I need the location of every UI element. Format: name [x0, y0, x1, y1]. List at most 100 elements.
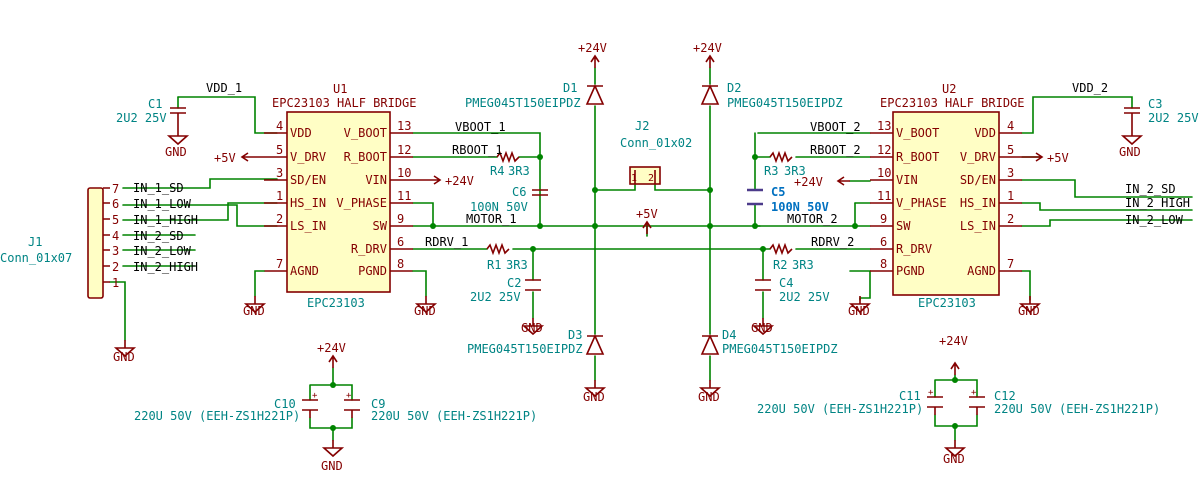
c2-capacitor[interactable]: C2 2U2 25V: [470, 276, 541, 304]
d3-ref: D3: [568, 328, 582, 342]
u1-pin-vboot: V_BOOT: [344, 126, 387, 140]
u2-pin-sw: SW: [896, 219, 911, 233]
u1-pin-vin: VIN: [365, 173, 387, 187]
j1-ref: J1: [28, 235, 42, 249]
u2-pin-num: 1: [1007, 189, 1014, 203]
u2-pin-num: 8: [880, 257, 887, 271]
u1-ref: U1: [333, 82, 347, 96]
r3-ref: R3: [764, 164, 778, 178]
r3-resistor[interactable]: R3 3R3: [764, 150, 806, 178]
d3-diode[interactable]: D3 PMEG045T150EIPDZ: [467, 328, 605, 356]
c9-ref: C9: [371, 397, 385, 411]
gnd-label: GND: [165, 145, 187, 159]
c12-capacitor[interactable]: + C12 220U 50V (EEH-ZS1H221P): [969, 388, 1160, 416]
d2-diode[interactable]: D2 PMEG045T150EIPDZ: [700, 81, 843, 110]
u1-part: EPC23103: [307, 296, 365, 310]
d1-diode[interactable]: D1 PMEG045T150EIPDZ: [465, 81, 605, 110]
d4-diode[interactable]: D4 PMEG045T150EIPDZ: [700, 328, 838, 356]
junctions: [330, 154, 958, 431]
svg-text:+: +: [346, 391, 352, 401]
net-label-motor2: MOTOR_2: [787, 212, 838, 226]
c1-ref: C1: [148, 97, 162, 111]
c12-value: 220U 50V (EEH-ZS1H221P): [994, 402, 1160, 416]
gnd-label: GND: [521, 321, 543, 335]
u1-pin-num: 8: [397, 257, 404, 271]
j1-connector[interactable]: J1 Conn_01x07 7 6 5 4 3 2 1 IN_1_SD IN_1…: [0, 181, 198, 299]
c1-capacitor[interactable]: C1 2U2 25V: [116, 97, 186, 128]
gnd-label: GND: [751, 321, 773, 335]
c11-value: 220U 50V (EEH-ZS1H221P): [757, 402, 923, 416]
u2-pin-num: 11: [877, 189, 891, 203]
u2-pin-num: 9: [880, 212, 887, 226]
j1-value: Conn_01x07: [0, 251, 72, 265]
c5-capacitor[interactable]: C5 100N 50V: [747, 185, 829, 214]
u1-pin-num: 1: [276, 189, 283, 203]
u2-pin-pgnd: PGND: [896, 264, 925, 278]
net-label-rdrv1: RDRV_1: [425, 235, 468, 249]
j2-value: Conn_01x02: [620, 136, 692, 150]
c9-capacitor[interactable]: + C9 220U 50V (EEH-ZS1H221P): [344, 391, 537, 423]
c11-capacitor[interactable]: + C11 220U 50V (EEH-ZS1H221P): [757, 388, 943, 416]
d4-ref: D4: [722, 328, 736, 342]
c3-ref: C3: [1148, 97, 1162, 111]
u2-pin-vphase: V_PHASE: [896, 196, 947, 210]
c6-ref: C6: [512, 185, 526, 199]
c4-capacitor[interactable]: C4 2U2 25V: [755, 276, 830, 304]
c12-ref: C12: [994, 389, 1016, 403]
r1-resistor[interactable]: R1 3R3: [486, 242, 528, 272]
u1-pin-hsin: HS_IN: [290, 196, 326, 210]
j2-pin-num: 1: [631, 173, 637, 184]
u1-pin-num: 7: [276, 257, 283, 271]
r2-resistor[interactable]: R2 3R3: [769, 242, 814, 272]
u1-pin-num: 11: [397, 189, 411, 203]
u1-pin-vdd: VDD: [290, 126, 312, 140]
c3-capacitor[interactable]: C3 2U2 25V: [1124, 97, 1199, 128]
d2-ref: D2: [727, 81, 741, 95]
u1-chip[interactable]: U1 EPC23103 HALF BRIDGE EPC23103 VDD V_D…: [264, 82, 417, 310]
j2-pin-num: 2: [648, 173, 654, 184]
c6-capacitor[interactable]: C6 100N 50V: [470, 185, 548, 214]
gnd-label: GND: [698, 390, 720, 404]
u2-part: EPC23103: [918, 296, 976, 310]
power-symbols: +24V +24V +24V +24V +5V +5V +5V +24V +24…: [214, 41, 1069, 376]
c10-capacitor[interactable]: + C10 220U 50V (EEH-ZS1H221P): [134, 391, 318, 423]
d1-ref: D1: [563, 81, 577, 95]
net-label-vboot2: VBOOT_2: [810, 120, 861, 134]
c4-ref: C4: [779, 276, 793, 290]
u2-pin-num: 7: [1007, 257, 1014, 271]
net-label-rdrv2: RDRV_2: [811, 235, 854, 249]
j1-pin-num: 1: [112, 276, 119, 290]
c5-value: 100N 50V: [771, 200, 829, 214]
net-label-in1sd: IN_1_SD: [133, 181, 184, 195]
j2-connector[interactable]: J2 Conn_01x02 1 2: [620, 119, 692, 185]
c2-ref: C2: [507, 276, 521, 290]
r4-resistor[interactable]: R4 3R3: [490, 150, 530, 178]
u2-pin-sden: SD/EN: [960, 173, 996, 187]
gnd-label: GND: [414, 304, 436, 318]
svg-text:+: +: [971, 388, 977, 398]
svg-text:+: +: [928, 388, 934, 398]
u2-pin-vin: VIN: [896, 173, 918, 187]
u1-pin-sden: SD/EN: [290, 173, 326, 187]
net-label-in1low: IN_1_LOW: [133, 197, 192, 211]
u1-pin-num: 3: [276, 166, 283, 180]
u1-pin-agnd: AGND: [290, 264, 319, 278]
u2-chip[interactable]: U2 EPC23103 HALF BRIDGE EPC23103 V_BOOT …: [870, 82, 1025, 310]
u2-desc: EPC23103 HALF BRIDGE: [880, 96, 1025, 110]
u1-pin-num: 10: [397, 166, 411, 180]
net-label-in2sd: IN_2_SD: [133, 229, 184, 243]
u2-pin-num: 2: [1007, 212, 1014, 226]
r4-value: 3R3: [508, 164, 530, 178]
power-24v-label: +24V: [794, 175, 823, 189]
j2-ref: J2: [635, 119, 649, 133]
j1-pin-num: 2: [112, 260, 119, 274]
u1-desc: EPC23103 HALF BRIDGE: [272, 96, 417, 110]
gnd-label: GND: [583, 390, 605, 404]
net-label-vboot1: VBOOT_1: [455, 120, 506, 134]
c10-ref: C10: [274, 397, 296, 411]
r2-value: 3R3: [792, 258, 814, 272]
u2-ref: U2: [942, 82, 956, 96]
r2-ref: R2: [773, 258, 787, 272]
u2-pin-vdrv: V_DRV: [960, 150, 996, 164]
